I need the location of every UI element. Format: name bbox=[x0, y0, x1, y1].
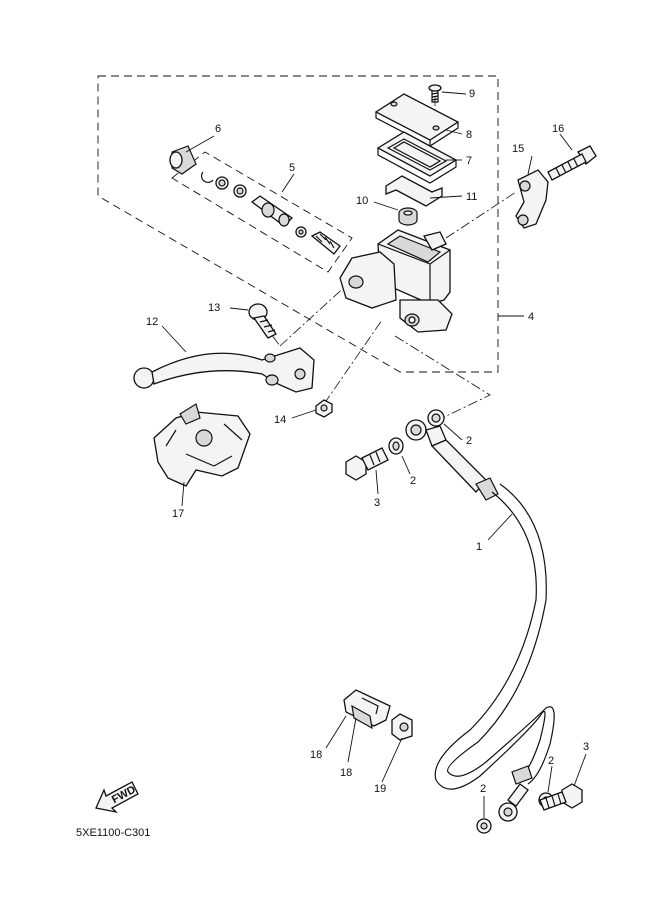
fwd-arrow-icon: FWD bbox=[95, 781, 139, 814]
callout-8: 8 bbox=[466, 129, 472, 141]
assembly-line-lever bbox=[279, 281, 351, 347]
copper-washer-upper-icon bbox=[427, 409, 445, 427]
reservoir-cap-icon bbox=[374, 93, 460, 147]
bracket-bolt-icon bbox=[547, 145, 597, 181]
assembly-line-bracket bbox=[445, 191, 517, 239]
callout-1: 1 bbox=[476, 541, 482, 553]
callout-18-lower: 18 bbox=[340, 767, 352, 779]
fwd-label: FWD bbox=[110, 784, 138, 806]
callout-2-bottom-left: 2 bbox=[480, 783, 486, 795]
union-bolt-upper-icon bbox=[345, 447, 389, 481]
master-cylinder-body-icon bbox=[339, 229, 453, 333]
diaphragm-icon bbox=[376, 131, 458, 184]
callout-10: 10 bbox=[356, 195, 368, 207]
guide-bolt-icon bbox=[391, 713, 413, 741]
callout-19: 19 bbox=[374, 783, 386, 795]
callout-2-upper: 2 bbox=[466, 435, 472, 447]
callout-2-middle: 2 bbox=[410, 475, 416, 487]
callout-3-lower: 3 bbox=[583, 741, 589, 753]
callout-6: 6 bbox=[215, 123, 221, 135]
holder-bracket-icon bbox=[515, 169, 549, 229]
callout-9: 9 bbox=[469, 88, 475, 100]
callout-7: 7 bbox=[466, 155, 472, 167]
callout-4: 4 bbox=[528, 311, 534, 323]
callout-18-left: 18 bbox=[310, 749, 322, 761]
callout-2-bottom-right: 2 bbox=[548, 755, 554, 767]
hose-guide-icon bbox=[343, 689, 391, 730]
assembly-line-nut bbox=[323, 319, 383, 405]
callout-16: 16 bbox=[552, 123, 564, 135]
brake-hose-icon bbox=[405, 419, 555, 822]
callout-17: 17 bbox=[172, 508, 184, 520]
pivot-bolt-icon bbox=[248, 303, 277, 339]
dust-boot-icon bbox=[169, 145, 197, 175]
pivot-nut-icon bbox=[315, 399, 333, 418]
cap-screw-icon bbox=[428, 84, 442, 103]
assembly-line-hose-banjo bbox=[394, 335, 491, 421]
callout-13: 13 bbox=[208, 302, 220, 314]
copper-washer-bottom-left-icon bbox=[476, 818, 492, 834]
brake-lever-icon bbox=[133, 347, 315, 393]
callout-15: 15 bbox=[512, 143, 524, 155]
union-bolt-lower-icon bbox=[539, 783, 583, 811]
master-cylinder-assembly-boundary bbox=[97, 75, 499, 373]
diagram-code: 5XE1100-C301 bbox=[76, 827, 150, 839]
callout-3-upper: 3 bbox=[374, 497, 380, 509]
callout-11: 11 bbox=[466, 191, 477, 203]
copper-washer-lower-icon bbox=[388, 437, 404, 455]
protector-icon bbox=[398, 207, 418, 226]
callout-5: 5 bbox=[289, 162, 295, 174]
callout-14: 14 bbox=[274, 414, 286, 426]
lever-cover-icon bbox=[153, 403, 251, 487]
piston-kit-icon bbox=[201, 171, 341, 255]
diaphragm-plate-icon bbox=[385, 175, 443, 207]
callout-12: 12 bbox=[146, 316, 158, 328]
leader-lines bbox=[161, 91, 587, 818]
